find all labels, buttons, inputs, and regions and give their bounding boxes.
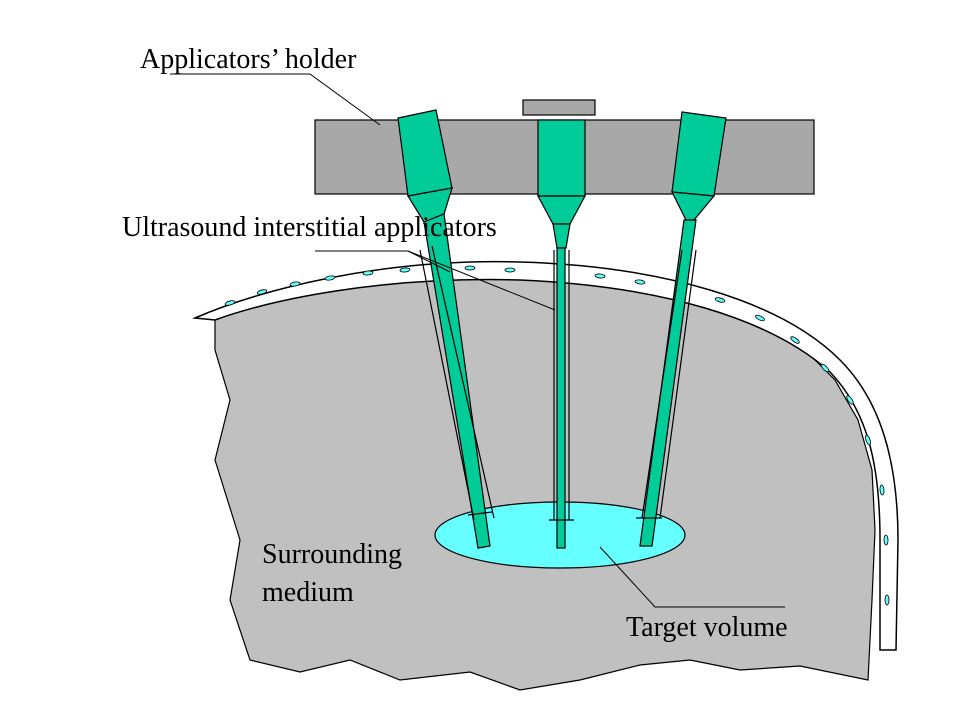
- medium-label-line1: Surrounding: [262, 539, 402, 570]
- applicators-label: Ultrasound interstitial applicators: [122, 212, 497, 243]
- leader-lines: [170, 73, 785, 608]
- holder-cap: [522, 99, 596, 116]
- applicator-center: [536, 119, 587, 549]
- skin-layer: [192, 260, 899, 651]
- target-label: Target volume: [626, 612, 788, 643]
- skin-texture: [224, 265, 890, 606]
- holder-leader: [170, 73, 381, 126]
- applicators-leader-2: [407, 250, 451, 273]
- medium-label-line2: medium: [262, 577, 354, 608]
- holder-label: Applicators’ holder: [140, 44, 357, 75]
- applicator-right: [636, 111, 727, 547]
- applicator-left: [397, 109, 495, 549]
- target-leader: [599, 546, 785, 608]
